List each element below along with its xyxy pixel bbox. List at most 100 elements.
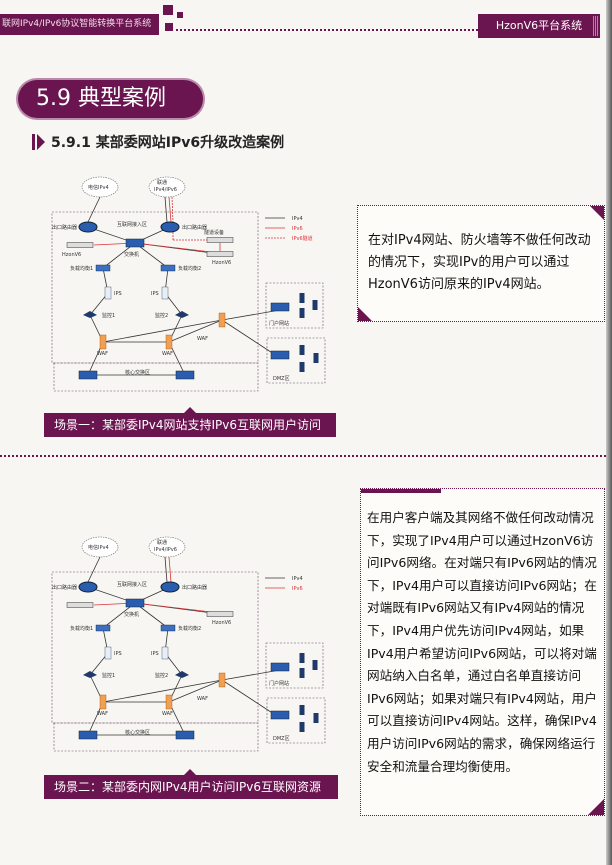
device-label: 负载均衡1 (70, 265, 93, 272)
legend-label: IPv6 (292, 586, 303, 592)
cloud-icon (148, 176, 186, 198)
monitor-device-icon (83, 671, 97, 678)
header-right-title: HzonV6平台系统 (478, 14, 600, 38)
zone-label: 互联网接入区 (117, 581, 147, 588)
appliance-icon (206, 237, 234, 243)
device-label: HzonV6 (62, 252, 81, 258)
cloud-label: 联通 (157, 539, 167, 546)
cloud-icon (81, 536, 119, 558)
server-icon (299, 345, 305, 355)
device-label: 交换机 (124, 251, 139, 258)
legend-label: IPv4 (292, 216, 303, 222)
appliance-icon (206, 611, 234, 617)
device-label: IPS (114, 651, 122, 657)
router-icon (160, 581, 180, 593)
cloud-icon (148, 536, 186, 558)
device-label: 监控2 (155, 312, 168, 319)
subsection-heading: 5.9.1 某部委网站IPv6升级改造案例 (32, 132, 284, 152)
scenario2-description: 在用户客户端及其网络不做任何改动情况下，实现了IPv4用户可以通过HzonV6访… (367, 510, 597, 774)
router-icon (78, 581, 98, 593)
waf-firewall-icon (165, 334, 173, 350)
server-icon (299, 668, 305, 678)
link-line (87, 556, 101, 583)
decor-square (163, 5, 173, 15)
switch-icon (175, 370, 195, 380)
monitor-device-icon (175, 671, 189, 678)
box-top-bar (361, 489, 441, 493)
switch-icon (270, 662, 290, 672)
device-label: WAF (197, 696, 208, 702)
waf-firewall-icon (218, 312, 226, 328)
zone-label: 门户网站 (269, 680, 289, 687)
monitor-device-icon (175, 311, 189, 318)
switch-icon (78, 730, 98, 740)
device-label: IPS (114, 291, 122, 297)
device-label: WAF (97, 351, 108, 357)
device-label: 负载均衡1 (70, 625, 93, 632)
scenario1-caption: 场景一：某部委IPv4网站支持IPv6互联网用户访问 (44, 407, 336, 437)
subsection-title: 5.9.1 某部委网站IPv6升级改造案例 (51, 135, 285, 151)
switch-icon (270, 710, 290, 720)
link-line (168, 319, 223, 343)
load-balancer-icon (160, 264, 176, 272)
device-label: 出口路由器 (182, 584, 207, 591)
appliance-icon (66, 242, 94, 248)
router-icon (160, 221, 180, 233)
waf-firewall-icon (99, 694, 107, 710)
legend-label: IPv6 (292, 226, 303, 232)
link-line (221, 309, 281, 321)
link-line (168, 196, 172, 223)
server-icon (299, 722, 305, 732)
header-left-title: 联网IPv4/IPv6协议智能转换平台系统 (0, 14, 159, 35)
appliance-icon (66, 602, 94, 608)
link-line (171, 196, 174, 223)
device-label: 负载均衡2 (178, 265, 201, 272)
page-edge (606, 0, 612, 865)
device-label: 交换机 (124, 611, 139, 618)
zone-label: 核心交换区 (125, 369, 150, 376)
zone-box (266, 337, 326, 384)
corner-decor (358, 307, 372, 321)
network-diagram-scenario1: 电信IPv4联通IPv4/IPv6出口路由器互联网接入区出口路由器隧道设备Hzo… (51, 176, 326, 392)
section-divider (0, 455, 606, 457)
device-label: 隧道设备 (204, 229, 224, 236)
link-line (221, 669, 281, 681)
link-line (134, 602, 221, 614)
link-line (221, 319, 281, 359)
scenario2-description-box: 在用户客户端及其网络不做任何改动情况下，实现了IPv4用户可以通过HzonV6访… (360, 488, 605, 816)
link-line (134, 242, 221, 254)
device-label: WAF (197, 336, 208, 342)
heading-bar-icon (32, 134, 35, 150)
device-label: 监控2 (155, 672, 168, 679)
network-diagram-scenario2: 电信IPv4联通IPv4/IPv6出口路由器互联网接入区出口路由器HzonV6交… (51, 536, 326, 752)
corner-decor (588, 799, 604, 815)
zone-label: 门户网站 (269, 320, 289, 327)
zone-label: DMZ区 (273, 376, 290, 382)
zone-label: 互联网接入区 (117, 221, 147, 228)
header-dotted-line (176, 29, 478, 31)
switch-icon (125, 238, 145, 248)
server-icon (299, 705, 305, 715)
zone-box (53, 722, 259, 752)
server-icon (312, 300, 318, 310)
server-icon (313, 353, 319, 363)
ips-icon (104, 646, 112, 660)
ips-icon (104, 286, 112, 300)
waf-firewall-icon (165, 694, 173, 710)
switch-icon (270, 302, 290, 312)
device-label: HzonV6 (212, 620, 231, 626)
load-balancer-icon (95, 264, 111, 272)
zone-box (53, 362, 259, 392)
link-line (164, 196, 168, 223)
zone-box (51, 211, 259, 364)
zone-label: 核心交换区 (125, 729, 150, 736)
corner-decor (590, 206, 604, 220)
server-icon (299, 653, 305, 663)
link-line (102, 319, 223, 343)
zone-box (265, 642, 324, 689)
device-label: WAF (162, 711, 173, 717)
monitor-device-icon (83, 311, 97, 318)
device-label: 出口路由器 (182, 224, 207, 231)
server-icon (299, 362, 305, 372)
server-icon (299, 293, 305, 303)
